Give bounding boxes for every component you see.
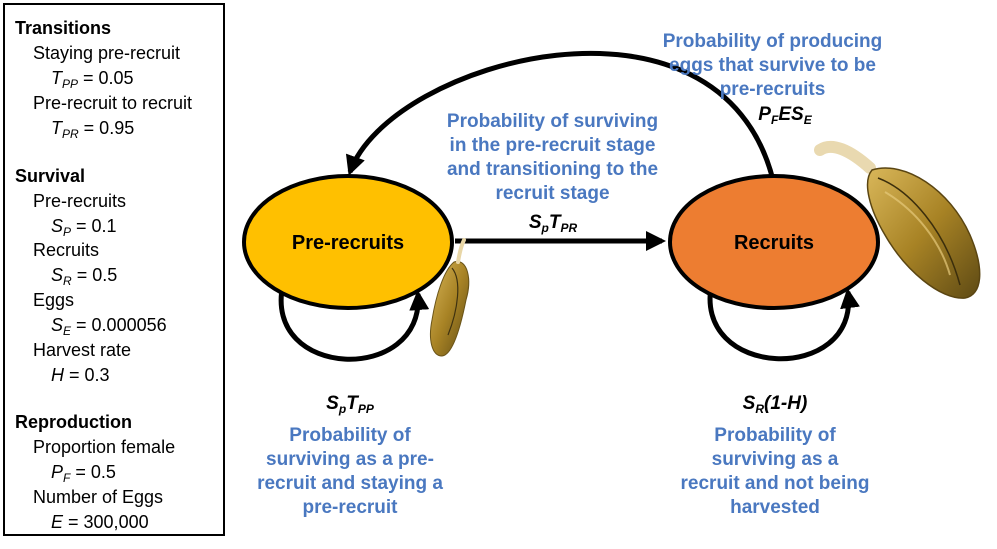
- label-staying-prerecruit: Staying pre-recruit: [33, 43, 181, 63]
- label-prerecruit-to-recruit: Pre-recruit to recruit: [33, 93, 193, 113]
- eq-tpp: TPP = 0.05: [51, 68, 134, 91]
- eq-tpr: TPR = 0.95: [51, 118, 135, 141]
- formula-stay: SpTPP: [326, 393, 374, 416]
- formula-reproduction: PFESE: [758, 104, 812, 127]
- arrow-stay-loop: [278, 283, 430, 362]
- label-recruits: Recruits: [33, 240, 100, 260]
- heading-survival: Survival: [15, 166, 86, 186]
- heading-reproduction: Reproduction: [15, 412, 132, 432]
- node-prerecruits: [242, 174, 454, 310]
- desc-stay: Probability of surviving as a pre- recru…: [257, 425, 443, 518]
- label-number-of-eggs: Number of Eggs: [33, 487, 164, 507]
- heading-transitions: Transitions: [15, 18, 112, 38]
- node-label-prerecruits: Pre-recruits: [292, 232, 404, 254]
- label-eggs: Eggs: [33, 290, 75, 310]
- node-recruits: [668, 174, 880, 310]
- eq-h: H = 0.3: [51, 365, 110, 385]
- large-clam-image: [814, 140, 981, 299]
- eq-e: E = 300,000: [51, 512, 149, 532]
- arrow-reproduction: [346, 50, 776, 181]
- label-prerecruits: Pre-recruits: [33, 191, 127, 211]
- label-harvest-rate: Harvest rate: [33, 340, 132, 360]
- desc-transition: Probability of surviving in the pre-recr…: [446, 111, 659, 204]
- eq-sp: SP = 0.1: [51, 216, 117, 239]
- desc-reproduction: Probability of producing eggs that survi…: [662, 31, 883, 100]
- parameter-panel: Transitions Staying pre-recruit TPP = 0.…: [3, 3, 225, 536]
- eq-se: SE = 0.000056: [51, 315, 167, 338]
- eq-sr: SR = 0.5: [51, 265, 118, 288]
- label-proportion-female: Proportion female: [33, 437, 176, 457]
- formula-transition: SpTPR: [528, 212, 578, 235]
- node-label-recruits: Recruits: [734, 232, 814, 254]
- eq-pf: PF = 0.5: [51, 462, 116, 485]
- formula-survive-recruit: SR(1-H): [742, 393, 808, 416]
- arrow-recruit-loop: [707, 281, 860, 362]
- small-clam-image: [429, 238, 470, 357]
- desc-survive-recruit: Probability of surviving as a recruit an…: [680, 425, 870, 518]
